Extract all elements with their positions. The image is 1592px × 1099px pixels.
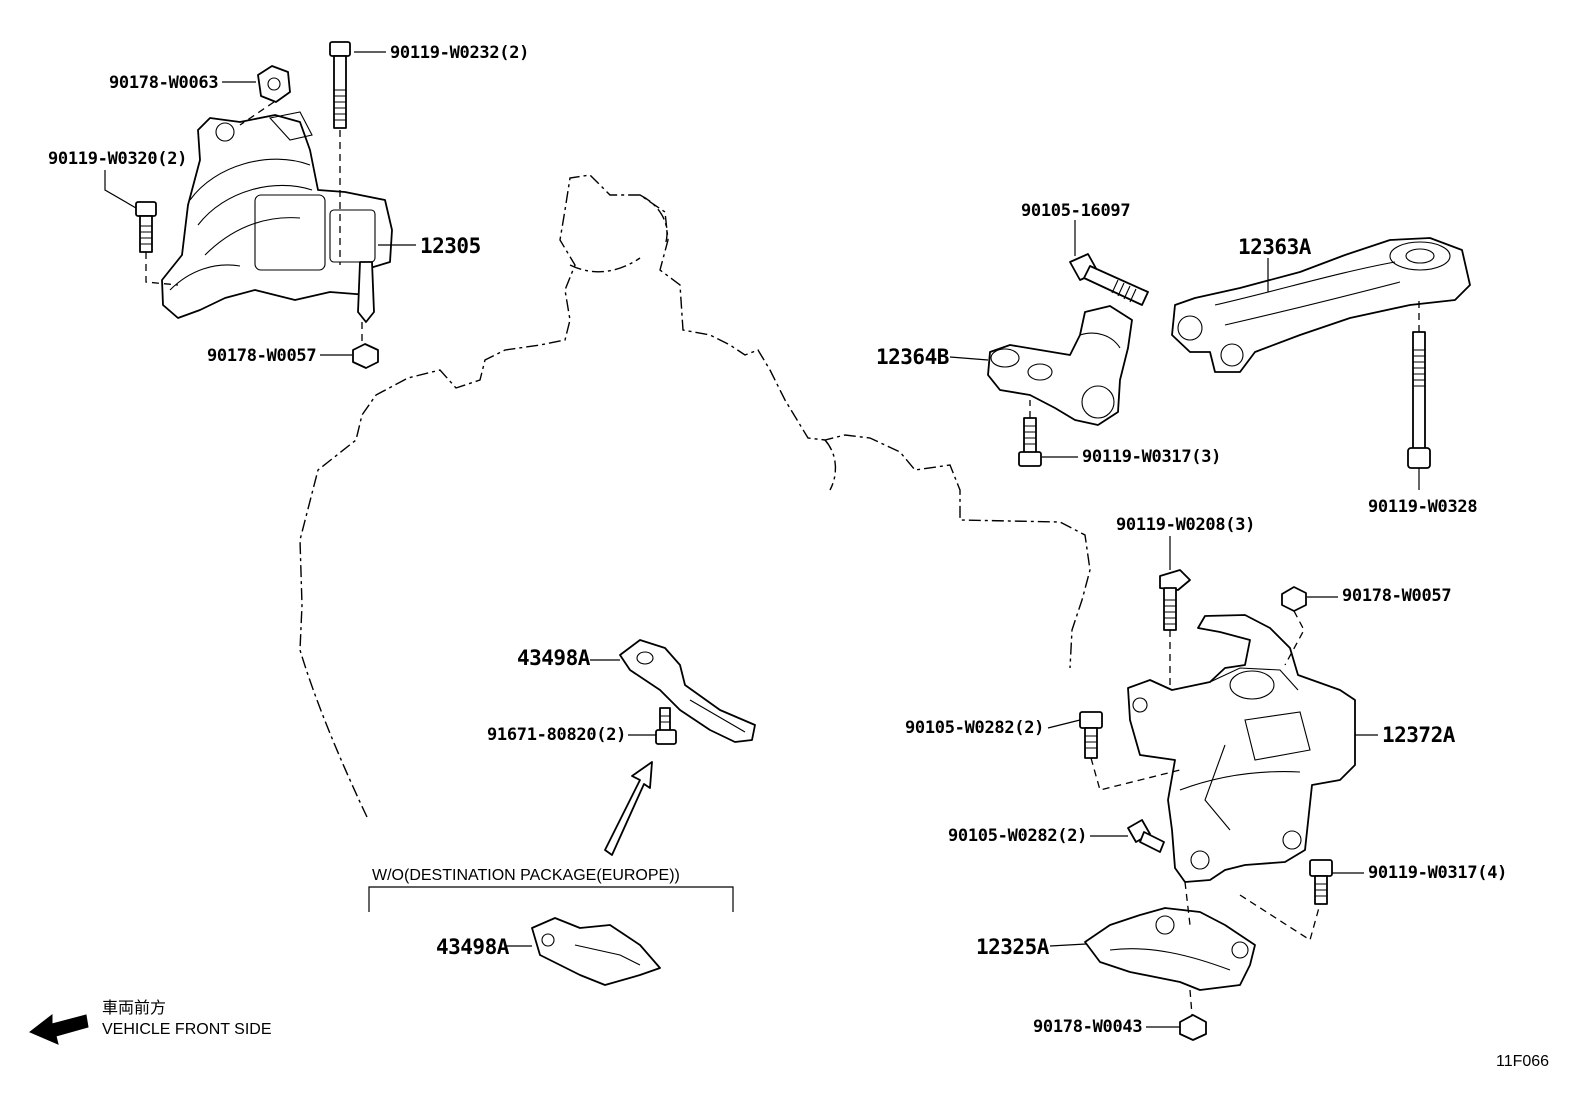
part-12305-mount xyxy=(161,111,393,323)
bolt-90105-W0282-a xyxy=(1079,711,1103,759)
engine-outline xyxy=(299,174,1091,818)
part-43498A-bottom xyxy=(531,917,661,986)
part-12325A-bracket xyxy=(1084,907,1256,991)
label-90105-16097: 90105-16097 xyxy=(1021,201,1130,221)
label-90178-W0043: 90178-W0043 xyxy=(1033,1017,1142,1037)
bolt-90105-W0282-b xyxy=(1127,819,1165,853)
destination-bracket xyxy=(368,886,734,912)
bolt-90119-W0328 xyxy=(1407,331,1431,469)
bolt-90105-16097 xyxy=(1069,253,1149,306)
assembly-dashed-lines xyxy=(145,101,1420,1016)
label-90119-W0232: 90119-W0232(2) xyxy=(390,43,529,63)
label-12372A: 12372A xyxy=(1382,723,1456,747)
destination-note: W/O(DESTINATION PACKAGE(EUROPE)) xyxy=(372,867,680,884)
label-90178-W0057-right: 90178-W0057 xyxy=(1342,586,1451,606)
part-12364B-bracket xyxy=(987,305,1133,426)
label-90178-W0057-left: 90178-W0057 xyxy=(207,346,316,366)
vehicle-front-arrow-icon xyxy=(29,1013,89,1045)
label-12364B: 12364B xyxy=(876,345,949,369)
part-labels: 90178-W0063 90119-W0232(2) 90119-W0320(2… xyxy=(48,43,1507,1037)
label-43498A-bottom: 43498A xyxy=(436,935,510,959)
bolt-90119-W0208 xyxy=(1159,569,1191,631)
bolt-90119-W0232 xyxy=(329,41,351,129)
label-43498A-top: 43498A xyxy=(517,646,591,670)
figure-id: 11F066 xyxy=(1496,1053,1549,1070)
label-90178-W0063: 90178-W0063 xyxy=(109,73,218,93)
bolt-90119-W0317-4 xyxy=(1309,859,1333,905)
pointer-arrow xyxy=(604,761,653,856)
label-90119-W0328: 90119-W0328 xyxy=(1368,497,1477,517)
label-12325A: 12325A xyxy=(976,935,1050,959)
label-90119-W0317-3: 90119-W0317(3) xyxy=(1082,447,1221,467)
vehicle-front-label-en: VEHICLE FRONT SIDE xyxy=(102,1021,272,1038)
label-90119-W0317-4: 90119-W0317(4) xyxy=(1368,863,1507,883)
nut-90178-W0043 xyxy=(1179,1014,1207,1041)
part-12363A-torque-rod xyxy=(1171,237,1471,373)
label-12305: 12305 xyxy=(420,234,481,258)
leader-lines xyxy=(104,51,1420,1028)
nut-90178-W0063 xyxy=(257,65,291,103)
label-90119-W0208: 90119-W0208(3) xyxy=(1116,515,1255,535)
label-91671-80820: 91671-80820(2) xyxy=(487,725,626,745)
label-90105-W0282-b: 90105-W0282(2) xyxy=(948,826,1087,846)
bolt-91671-80820 xyxy=(655,707,677,745)
nut-90178-W0057-right xyxy=(1281,586,1307,612)
label-90105-W0282-a: 90105-W0282(2) xyxy=(905,718,1044,738)
bolt-90119-W0320 xyxy=(135,201,157,253)
vehicle-front-label-jp: 車両前方 xyxy=(102,999,166,1017)
part-12372A-mount xyxy=(1127,614,1356,883)
part-43498A-top xyxy=(619,639,756,743)
label-12363A: 12363A xyxy=(1238,235,1312,259)
label-90119-W0320: 90119-W0320(2) xyxy=(48,149,187,169)
bolt-90119-W0317-3 xyxy=(1018,417,1042,467)
nut-90178-W0057-left xyxy=(352,343,379,369)
